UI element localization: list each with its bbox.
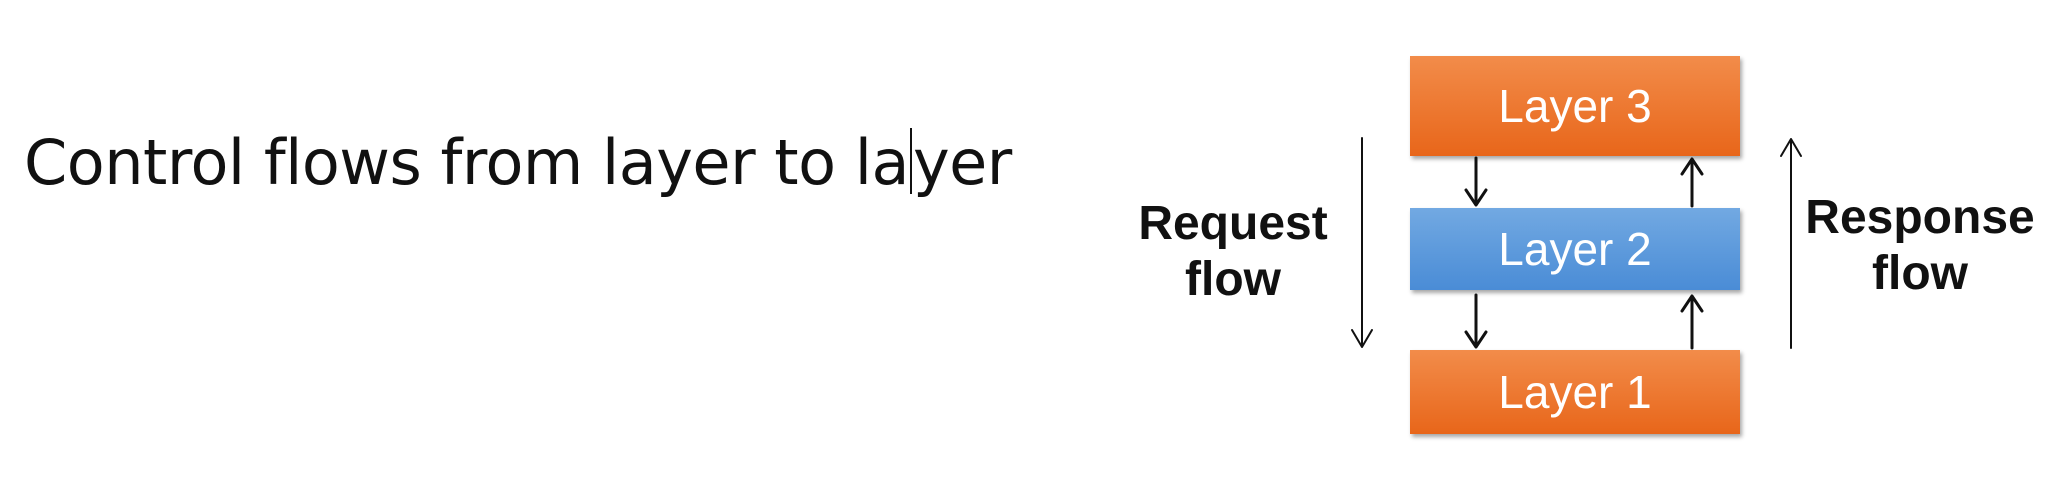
response-flow-line2: flow <box>1872 247 1968 300</box>
response-flow-arrow <box>1780 138 1802 349</box>
response-flow-line1: Response <box>1805 191 2035 244</box>
text-cursor <box>909 128 912 194</box>
request-flow-arrow <box>1351 137 1373 348</box>
layer-2-box: Layer 2 <box>1410 208 1740 290</box>
layer-3-label: Layer 3 <box>1498 80 1652 132</box>
request-flow-line1: Request <box>1138 197 1328 250</box>
heading-text-end: yer <box>912 126 1012 199</box>
layer-2-label: Layer 2 <box>1498 223 1652 275</box>
request-flow-line2: flow <box>1185 253 1281 306</box>
request-flow-label: Request flow <box>1118 196 1348 308</box>
response-arrow-1-to-2 <box>1680 294 1704 350</box>
layer-3-box: Layer 3 <box>1410 56 1740 156</box>
request-arrow-3-to-2 <box>1464 156 1488 207</box>
layer-1-box: Layer 1 <box>1410 350 1740 434</box>
slide-heading: Control flows from layer to layer <box>24 128 1012 194</box>
response-flow-label: Response flow <box>1780 190 2060 302</box>
request-arrow-2-to-1 <box>1464 293 1488 349</box>
layer-1-label: Layer 1 <box>1498 366 1652 418</box>
response-arrow-2-to-3 <box>1680 157 1704 208</box>
heading-text-start: Control flows from layer to la <box>24 126 909 199</box>
